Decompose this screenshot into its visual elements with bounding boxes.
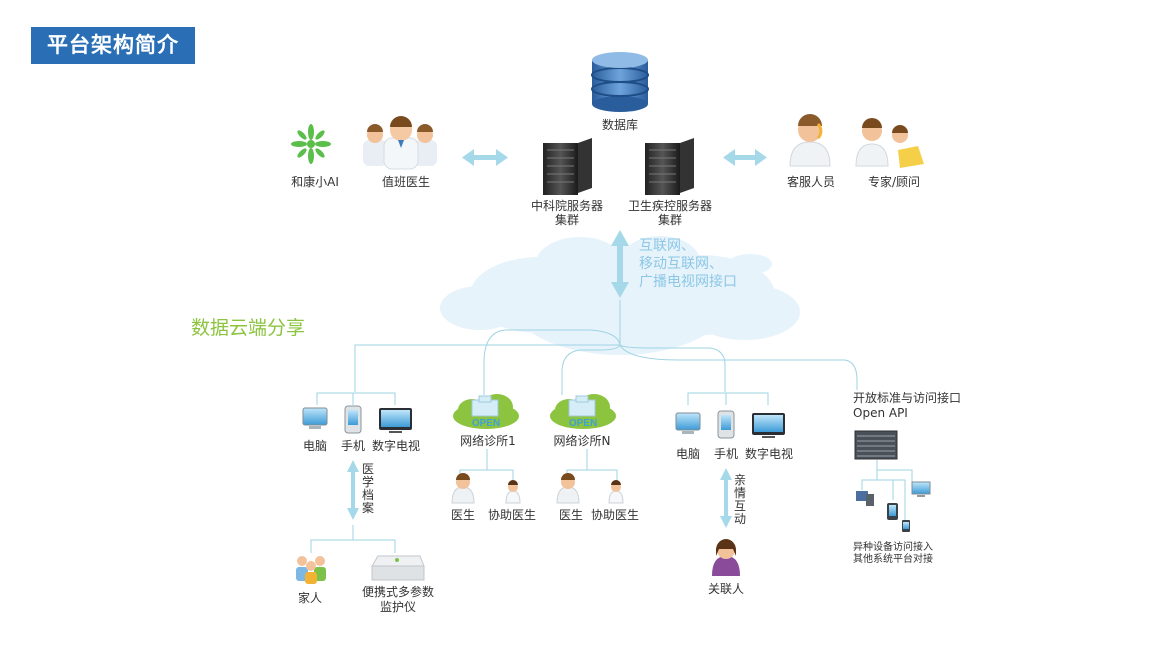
computer-icon-2 — [675, 412, 701, 434]
api-caption-line2: 其他系统平台对接 — [853, 554, 933, 565]
computer-label-2: 电脑 — [675, 447, 701, 461]
clinicn-doctor-label: 医生 — [558, 508, 584, 522]
clinic1-doctor-icon — [451, 473, 475, 504]
family-interaction-arrow — [720, 468, 732, 528]
customer-service-icon — [789, 114, 831, 167]
server2-label-line2: 集群 — [657, 213, 683, 227]
family-interaction-label: 亲情互动 — [733, 473, 746, 526]
clinic-cloud-1-icon — [453, 394, 519, 429]
medical-record-label: 医学档案 — [361, 462, 374, 515]
api-server-icon — [854, 430, 898, 460]
clinic1-assistant-icon — [505, 480, 521, 504]
relative-label: 关联人 — [707, 582, 745, 596]
api-caption-line1: 异种设备访问接入 — [853, 542, 933, 553]
network-label-line3: 广播电视网接口 — [639, 274, 737, 290]
experts-icon — [855, 118, 924, 168]
clinic-cloud-n-icon — [550, 394, 616, 429]
doctors-group-icon — [363, 116, 437, 170]
doctors-on-duty-label: 值班医生 — [381, 175, 431, 189]
phone-label-2: 手机 — [713, 447, 739, 461]
server2-label-line1: 卫生疾控服务器 — [627, 199, 713, 213]
ai-logo-icon — [291, 124, 331, 164]
api-phone-icon — [887, 503, 898, 520]
api-mini-device-icon — [902, 520, 910, 532]
server-cluster-1-icon — [543, 138, 592, 195]
database-icon — [591, 52, 649, 112]
api-title-line2: Open API — [853, 406, 908, 420]
monitor-label-line2: 监护仪 — [379, 600, 417, 614]
computer-icon-1 — [302, 407, 328, 429]
server1-label-line1: 中科院服务器 — [530, 199, 604, 213]
clinic1-doctor-label: 医生 — [450, 508, 476, 522]
clinicn-assistant-icon — [608, 480, 624, 504]
monitor-label-line1: 便携式多参数 — [361, 585, 435, 599]
clinicn-open-label: OPEN — [569, 418, 597, 429]
network-label-line2: 移动互联网、 — [639, 256, 723, 272]
tv-icon-1 — [379, 408, 412, 433]
cloud-share-label: 数据云端分享 — [191, 317, 306, 339]
double-arrow-right — [723, 149, 767, 166]
tv-icon-2 — [752, 413, 785, 438]
clinicn-assistant-label: 协助医生 — [590, 508, 640, 522]
ai-label: 和康小AI — [291, 175, 339, 189]
page-title: 平台架构简介 — [31, 27, 195, 64]
distribution-lines — [310, 300, 913, 553]
api-title-line1: 开放标准与访问接口 — [853, 391, 962, 405]
relative-person-icon — [712, 539, 740, 576]
network-label-line1: 互联网、 — [639, 238, 695, 254]
clinicn-doctor-icon — [556, 473, 580, 504]
double-arrow-left — [462, 149, 508, 166]
customer-service-label: 客服人员 — [786, 175, 836, 189]
server1-label-line2: 集群 — [554, 213, 580, 227]
phone-icon-2 — [717, 410, 735, 439]
family-icon — [296, 556, 326, 584]
experts-label: 专家/顾问 — [867, 175, 921, 189]
family-label: 家人 — [297, 591, 323, 605]
computer-label-1: 电脑 — [302, 439, 328, 453]
phone-label-1: 手机 — [340, 439, 366, 453]
network-arrow — [611, 230, 629, 298]
tv-label-1: 数字电视 — [371, 439, 421, 453]
server-cluster-2-icon — [645, 138, 694, 195]
database-label: 数据库 — [601, 118, 639, 132]
phone-icon-1 — [344, 405, 362, 434]
medical-record-arrow — [347, 460, 359, 520]
api-monitor-icon — [911, 481, 931, 497]
clinic1-open-label: OPEN — [472, 418, 500, 429]
tv-label-2: 数字电视 — [744, 447, 794, 461]
clinicn-label: 网络诊所N — [553, 434, 611, 448]
portable-monitor-icon — [371, 555, 425, 581]
api-desktop-icon — [856, 491, 874, 506]
clinic1-label: 网络诊所1 — [460, 434, 516, 448]
clinic1-assistant-label: 协助医生 — [487, 508, 537, 522]
